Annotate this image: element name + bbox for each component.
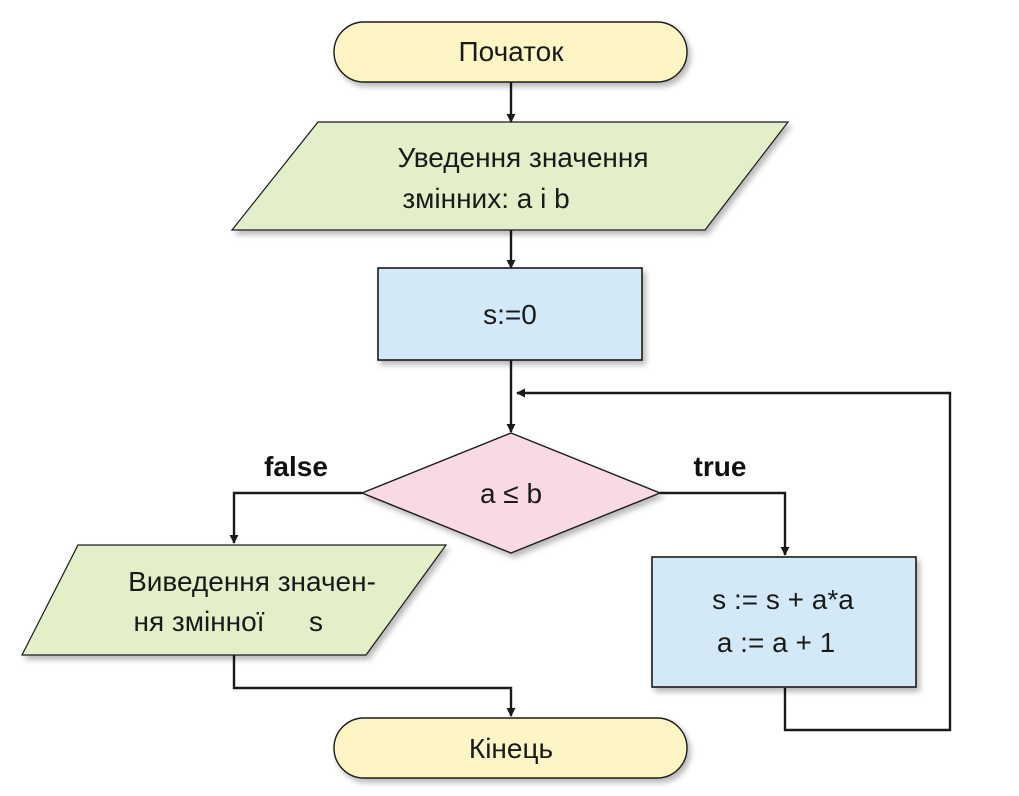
output-label-line2: ня змінної <box>134 606 265 637</box>
init-shape <box>377 267 643 361</box>
loop-body-shape <box>651 556 917 688</box>
output-block <box>21 544 448 656</box>
output-label-line1: Виведення значен- <box>128 566 376 597</box>
loop-body-line2: a := a + 1 <box>717 627 835 658</box>
arrow-loop-back <box>516 388 952 732</box>
loop-body-line1: s := s + a*a <box>712 584 854 615</box>
arrow-false-branch <box>229 491 362 544</box>
arrow-output-to-end <box>232 655 516 717</box>
loop-body-block <box>651 556 917 688</box>
connectors <box>229 82 952 732</box>
init-label: s:=0 <box>483 299 537 330</box>
end-shape <box>333 717 688 779</box>
input-block <box>230 121 790 231</box>
start-terminal <box>333 21 688 83</box>
input-label-line1: Уведення значення <box>397 142 648 173</box>
condition-label: a ≤ b <box>480 478 542 509</box>
init-block <box>377 267 643 361</box>
output-shape <box>21 544 448 656</box>
end-label: Кінець <box>469 733 553 764</box>
condition-block <box>360 432 662 554</box>
end-terminal <box>333 717 688 779</box>
condition-shape <box>360 432 662 554</box>
start-shape <box>333 21 688 83</box>
arrow-true-branch <box>660 491 790 556</box>
start-label: Початок <box>459 36 565 67</box>
input-shape <box>230 121 790 231</box>
true-branch-label: true <box>694 451 747 482</box>
false-branch-label: false <box>264 451 328 482</box>
input-label-line2: змінних: a і b <box>402 183 569 214</box>
output-label-var: s <box>309 606 323 637</box>
